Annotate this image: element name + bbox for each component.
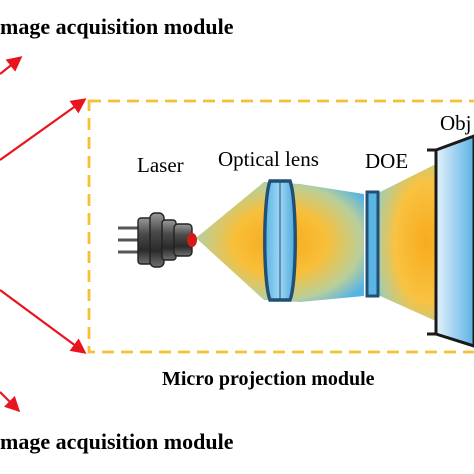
- objective-lens-icon: [427, 134, 474, 348]
- arrow-to-box-top: [0, 98, 87, 161]
- arrow-bottom-lower: [0, 391, 21, 413]
- doe-plate-icon: [365, 190, 380, 298]
- laser-label: Laser: [137, 153, 184, 177]
- connection-arrows: [0, 56, 87, 413]
- objective-label: Obj: [440, 111, 472, 135]
- laser-aperture: [187, 233, 197, 247]
- arrow-to-box-bottom: [0, 289, 87, 354]
- bottom-module-label: mage acquisition module: [0, 429, 234, 454]
- micro-projection-box: [87, 99, 474, 354]
- optical-lens-label: Optical lens: [218, 147, 319, 171]
- laser-emitter-icon: [118, 212, 197, 268]
- doe-label: DOE: [365, 149, 408, 173]
- micro-projection-label: Micro projection module: [162, 368, 375, 390]
- optical-lens: [263, 179, 297, 302]
- light-beam: [196, 150, 474, 334]
- top-module-label: mage acquisition module: [0, 14, 234, 39]
- arrow-top-upper: [0, 56, 23, 75]
